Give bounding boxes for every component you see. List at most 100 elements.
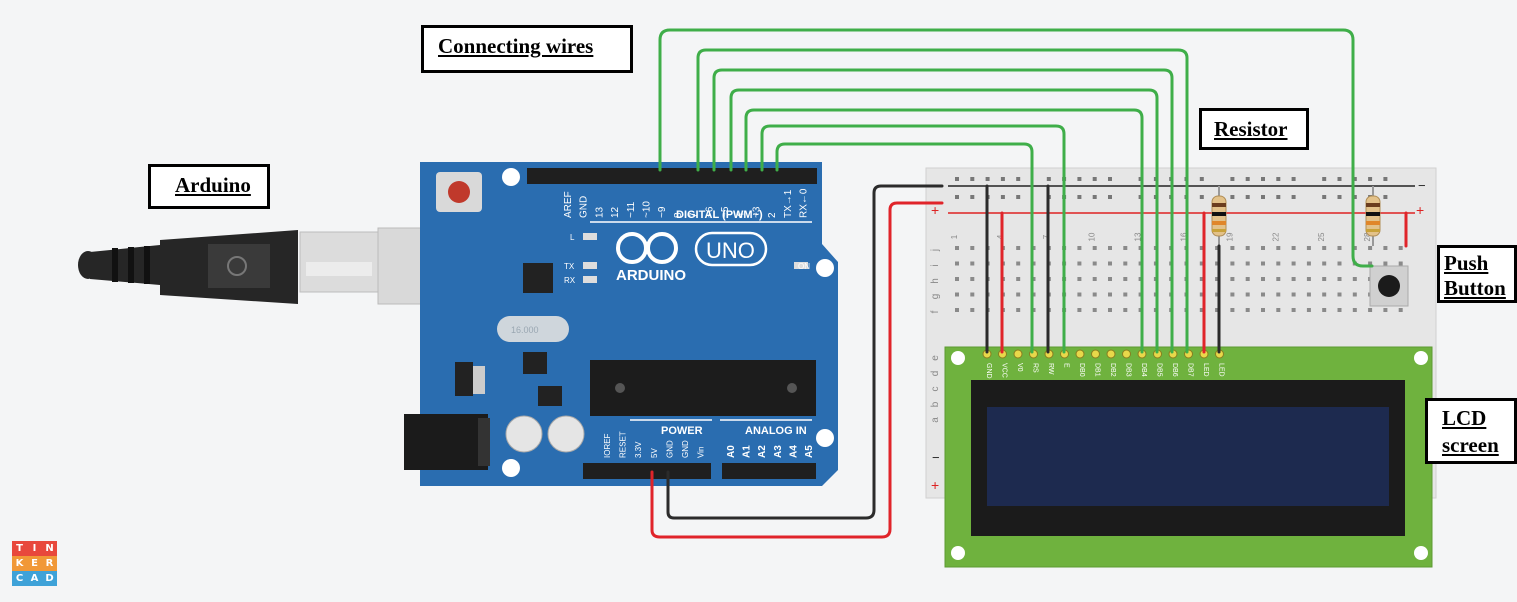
lcd-pin-label: DB4: [1140, 363, 1147, 377]
breadboard-hole: [1276, 246, 1281, 250]
row-letter: i: [930, 264, 941, 266]
tinkercad-logo-letter: E: [27, 556, 42, 571]
breadboard-hole: [1261, 277, 1265, 281]
rail-plus-right: +: [1416, 202, 1424, 218]
rail-hole: [1352, 177, 1357, 181]
breadboard-hole: [1230, 246, 1235, 250]
breadboard-hole: [1352, 292, 1357, 297]
rail-hole: [955, 195, 959, 199]
lcd-pin-label: DB1: [1094, 363, 1101, 377]
rail-hole: [1337, 177, 1342, 181]
column-number: 22: [1271, 232, 1280, 241]
rail-minus-bottom: −: [932, 450, 940, 465]
breadboard-hole: [1368, 261, 1373, 266]
rail-hole: [985, 177, 990, 181]
power-label: POWER: [661, 425, 703, 437]
wire-pin5-db5: [729, 88, 1159, 354]
led-label-rx: RX: [564, 276, 576, 285]
breadboard-hole: [1276, 308, 1281, 312]
breadboard-hole: [1383, 261, 1388, 266]
analog-pin-label: A5: [804, 445, 815, 458]
breadboard-hole: [1016, 246, 1021, 250]
power-pin-label: GND: [665, 440, 674, 458]
analog-label: ANALOG IN: [745, 425, 807, 437]
breadboard-hole: [1291, 261, 1296, 266]
breadboard-hole: [1092, 292, 1097, 297]
breadboard-hole: [1199, 308, 1204, 312]
analog-pin-label: A1: [742, 445, 753, 458]
push-button: [1369, 265, 1409, 307]
arduino-board: ARDUINO UNO DIGITAL (PWM~) POWER ANALOG …: [404, 162, 838, 486]
lcd-pin: [1091, 349, 1100, 359]
wire-5v-rail: [650, 201, 944, 539]
microcontroller-chip: [590, 360, 816, 416]
lcd-pin-label: E: [1063, 363, 1070, 368]
digital-pin-label: AREF: [563, 191, 574, 218]
breadboard-hole: [1016, 277, 1021, 281]
rail-hole: [1352, 195, 1357, 199]
column-number: 4: [996, 234, 1005, 239]
breadboard-hole: [1215, 308, 1220, 312]
rail-hole: [1245, 177, 1250, 181]
breadboard-hole: [1230, 261, 1235, 266]
breadboard-hole: [970, 277, 975, 281]
tinkercad-logo-letter: N: [42, 541, 57, 556]
push-button-label-line1: Push: [1444, 251, 1489, 275]
breadboard-hole: [1199, 261, 1204, 266]
breadboard-hole: [1306, 292, 1311, 297]
row-letter: a: [930, 417, 941, 423]
digital-pin-label: ~3: [751, 206, 762, 218]
column-number: 1: [950, 234, 959, 239]
rail-hole: [1337, 195, 1342, 199]
rail-hole: [1276, 195, 1281, 199]
lcd-pin-label: DB5: [1156, 363, 1163, 377]
rail-hole: [1108, 195, 1112, 199]
rail-plus-left: +: [931, 202, 939, 218]
rail-hole: [1046, 177, 1051, 181]
row-letter: b: [930, 401, 941, 407]
rail-hole: [1199, 195, 1204, 199]
tinkercad-logo-letter: K: [12, 556, 27, 571]
crystal-label: 16.000: [511, 325, 539, 335]
breadboard-hole: [1245, 246, 1250, 250]
power-header: [583, 463, 711, 479]
breadboard-hole: [970, 292, 975, 297]
resistor-2: [1365, 186, 1381, 246]
breadboard-hole: [1398, 246, 1403, 250]
rail-plus-bottom: +: [931, 477, 939, 493]
digital-header-label: DIGITAL (PWM~): [676, 209, 763, 221]
lcd-pin: [1075, 349, 1085, 359]
analog-pin-label: A3: [773, 445, 784, 458]
breadboard-hole: [1092, 261, 1097, 266]
breadboard-hole: [1291, 292, 1296, 297]
digital-header: [527, 168, 817, 184]
lcd-label-line1: LCD: [1442, 406, 1487, 430]
digital-pin-label: RX←0: [799, 188, 810, 218]
digital-pin-label: ~5: [720, 206, 731, 218]
lcd-pin-label: RW: [1047, 363, 1054, 375]
breadboard-hole: [1368, 308, 1373, 312]
breadboard-hole: [1016, 292, 1021, 297]
on-led-label: ON: [798, 262, 810, 271]
breadboard-hole: [1306, 261, 1311, 266]
column-number: 19: [1225, 232, 1234, 241]
breadboard-hole: [955, 308, 959, 312]
rail-minus-right: −: [1418, 178, 1426, 193]
breadboard-hole: [1077, 308, 1082, 312]
lcd-label-line2: screen: [1442, 433, 1499, 457]
lcd-pin-label: DB2: [1109, 363, 1116, 377]
lcd-pin-label: RS: [1032, 363, 1039, 373]
breadboard-hole: [1322, 277, 1327, 281]
rail-hole: [1368, 177, 1373, 181]
power-pin-label: GND: [681, 440, 690, 458]
breadboard-hole: [1261, 308, 1265, 312]
breadboard-hole: [1077, 277, 1082, 281]
breadboard-hole: [955, 261, 959, 266]
row-letter: g: [930, 294, 941, 300]
breadboard-hole: [1199, 292, 1204, 297]
breadboard-hole: [955, 292, 959, 297]
arduino-logo-text: ARDUINO: [616, 267, 686, 284]
